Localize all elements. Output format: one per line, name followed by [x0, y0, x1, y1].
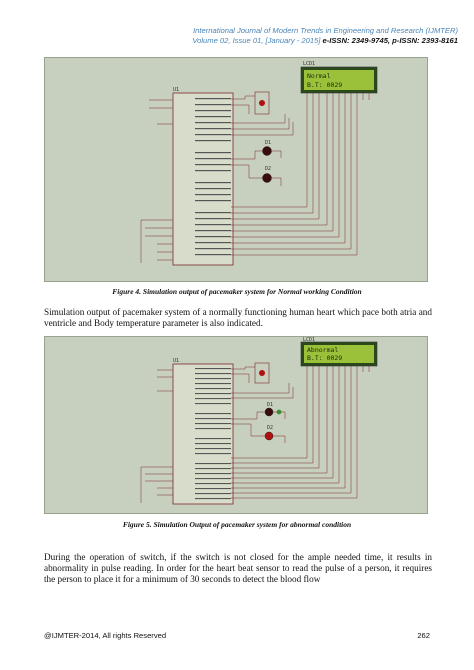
figure-4-caption: Figure 4. Simulation output of pacemaker… — [112, 287, 362, 296]
paragraph-2: During the operation of switch, if the s… — [44, 552, 432, 584]
lcd-line-1: Normal — [307, 72, 331, 80]
lcd-pins — [306, 366, 370, 372]
mcu-pin-rows-right — [195, 368, 231, 500]
journal-volume-line: Volume 02, Issue 01, [January - 2015] e-… — [0, 36, 458, 46]
lcd-label: LCD1 — [303, 61, 315, 67]
mcu-pin-rows-right — [195, 98, 231, 256]
wires — [140, 366, 358, 503]
wires — [140, 95, 358, 263]
paragraph-1: Simulation output of pacemaker system of… — [44, 307, 432, 328]
mcu-pins — [157, 99, 173, 261]
lcd-line-2: B.T: 0029 — [307, 81, 342, 89]
schematic-svg: U1 LCD1 Abnormal B.T: 0029 — [140, 337, 378, 505]
footer-copyright: @IJMTER-2014, All rights Reserved — [44, 631, 167, 640]
lcd-pins — [306, 93, 370, 100]
lcd-screen — [304, 345, 374, 363]
page-footer: @IJMTER-2014, All rights Reserved 262 — [44, 631, 430, 640]
journal-issn: e-ISSN: 2349-9745, p-ISSN: 2393-8161 — [322, 36, 459, 45]
schematic-svg: U1 LCD1 Normal B.T: 0029 — [140, 61, 378, 266]
lcd-line-2: B.T: 0029 — [307, 354, 342, 362]
led-d1 — [264, 407, 274, 417]
page-number: 262 — [417, 631, 430, 640]
led-d2 — [264, 431, 274, 441]
led-d1-label: D1 — [265, 140, 271, 146]
figure-5-caption: Figure 5. Simulation Output of pacemaker… — [122, 520, 352, 529]
journal-volume: Volume 02, Issue 01, [January - 2015] — [192, 36, 321, 45]
mcu-label: U1 — [173, 358, 179, 364]
mcu-label: U1 — [173, 87, 179, 93]
led-d2 — [262, 173, 272, 183]
mcu-pins — [157, 369, 173, 496]
journal-title: International Journal of Modern Trends i… — [193, 26, 458, 35]
led-d1 — [262, 146, 272, 156]
mcu-chip — [172, 92, 234, 266]
led-d2-label: D2 — [265, 166, 271, 172]
switch-box — [254, 91, 270, 115]
switch-indicator — [259, 370, 265, 376]
switch-box — [254, 362, 270, 384]
figure-4-schematic: U1 LCD1 Normal B.T: 0029 — [44, 57, 428, 282]
figure-5-schematic: U1 LCD1 Abnormal B.T: 0029 — [44, 336, 428, 514]
journal-header: International Journal of Modern Trends i… — [0, 26, 474, 46]
mcu-chip — [172, 363, 234, 505]
lcd-screen — [304, 70, 374, 90]
led-d2-label: D2 — [267, 425, 273, 431]
switch-indicator — [259, 100, 265, 106]
lcd-label: LCD1 — [303, 337, 315, 343]
lcd-line-1: Abnormal — [307, 346, 338, 354]
led-d1-label: D1 — [267, 402, 273, 408]
